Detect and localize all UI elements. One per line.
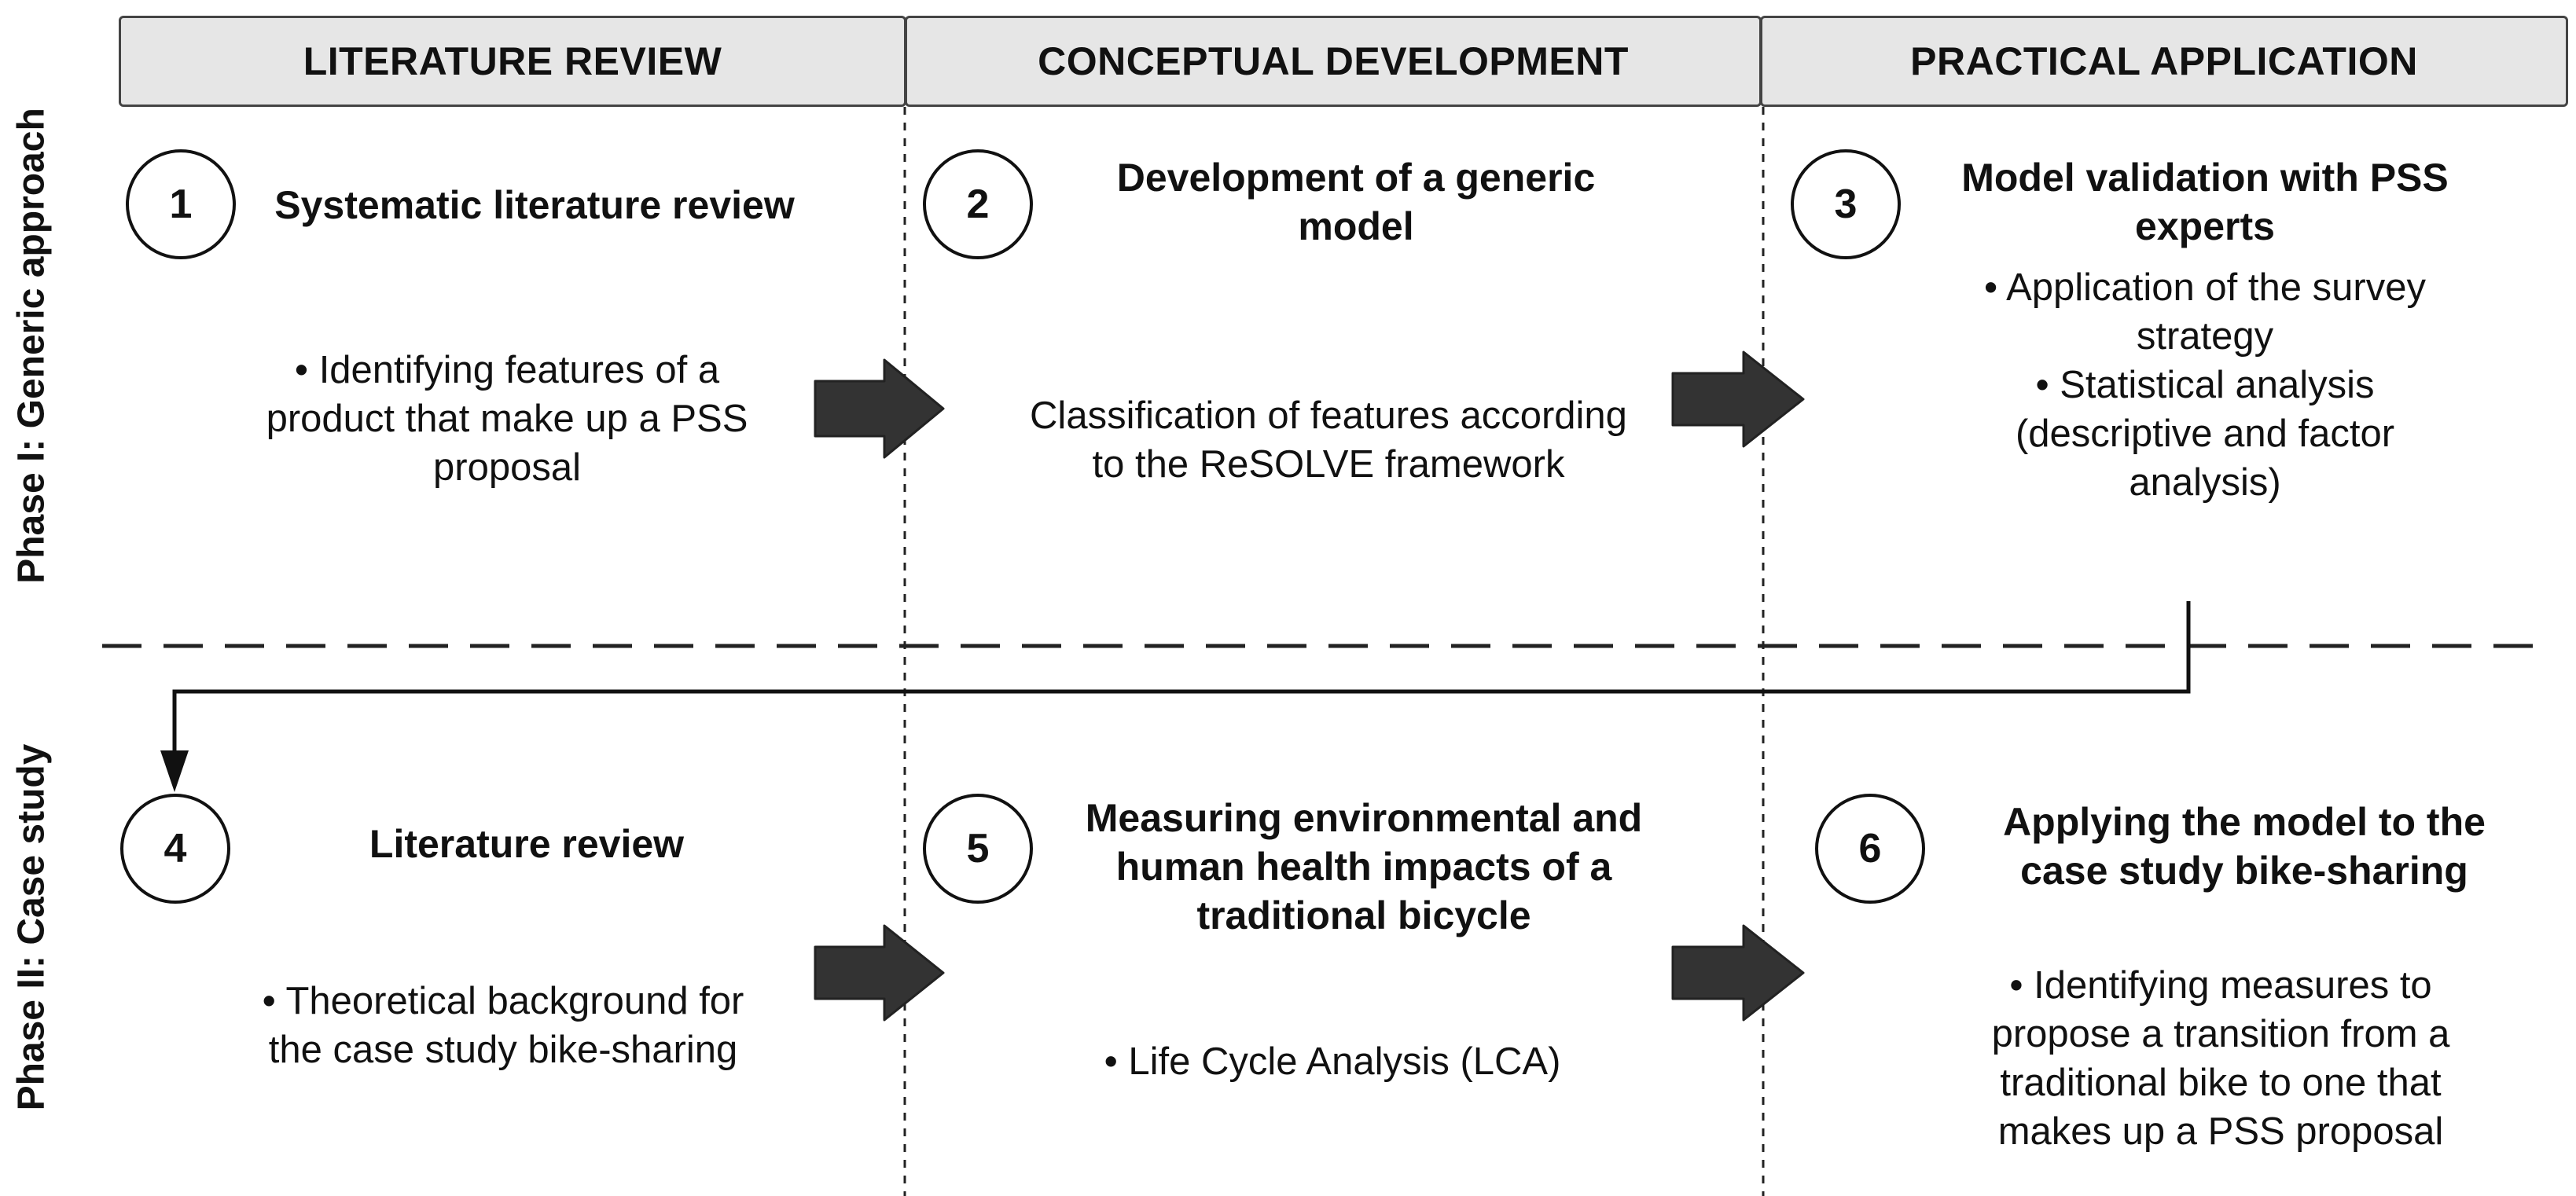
step-description: • Application of the survey strategy • S…: [1887, 263, 2523, 507]
step-title: Systematic literature review: [274, 183, 795, 227]
step-description-line: makes up a PSS proposal: [1997, 1110, 2444, 1153]
step-title-line: experts: [2135, 204, 2275, 248]
step-description: • Identifying features of a product that…: [212, 346, 802, 492]
step-description-line: • Theoretical background for: [262, 980, 744, 1022]
step-title-line: case study bike-sharing: [2020, 849, 2468, 893]
step-description: • Theoretical background for the case st…: [189, 977, 818, 1074]
step-description-line: • Statistical analysis: [2035, 364, 2375, 406]
step-description-line: propose a transition from a: [1991, 1013, 2450, 1055]
step-description-line: • Life Cycle Analysis (LCA): [1104, 1040, 1561, 1083]
column-header-practical-application: PRACTICAL APPLICATION: [1760, 16, 2568, 107]
block-arrow-1-2: [814, 358, 945, 459]
step-number-badge: 5: [923, 794, 1033, 904]
step-title-line: Model validation with PSS: [1961, 156, 2449, 200]
column-header-conceptual-development: CONCEPTUAL DEVELOPMENT: [905, 16, 1762, 107]
phase-label-case-study: Phase II: Case study: [10, 743, 53, 1111]
step-title: Literature review: [369, 822, 685, 866]
step-number-badge: 6: [1815, 794, 1925, 904]
step-number-badge: 1: [126, 149, 236, 259]
step-description-line: product that make up a PSS: [266, 398, 748, 440]
step-description-line: (descriptive and factor: [2015, 413, 2395, 455]
step-description-line: to the ReSOLVE framework: [1092, 443, 1565, 486]
step-title-line: model: [1298, 204, 1414, 248]
step-title: Measuring environmental and human health…: [1030, 794, 1698, 940]
step-description-line: the case study bike-sharing: [268, 1029, 738, 1071]
step-number-badge: 4: [120, 794, 230, 904]
step-description: Classification of features according to …: [975, 391, 1682, 489]
step-title-line: Development of a generic: [1116, 156, 1596, 200]
connector-arrowhead: [160, 750, 189, 792]
step-description-line: • Identifying measures to: [2009, 964, 2432, 1007]
block-arrow-4-5: [814, 924, 945, 1022]
step-title: Model validation with PSS experts: [1902, 153, 2508, 251]
step-title-line: traditional bicycle: [1196, 893, 1531, 937]
step-title: Development of a generic model: [1045, 153, 1666, 251]
step-description: • Life Cycle Analysis (LCA): [1006, 1037, 1659, 1086]
step-description-line: • Application of the survey: [1984, 266, 2426, 309]
step-description-line: proposal: [433, 446, 581, 489]
step-number-badge: 2: [923, 149, 1033, 259]
step-description-line: analysis): [2129, 461, 2281, 504]
step-title-line: human health impacts of a: [1115, 845, 1612, 889]
block-arrow-5-6: [1671, 924, 1805, 1022]
step-description-line: • Identifying features of a: [294, 349, 720, 391]
step-description-line: Classification of features according: [1030, 394, 1627, 437]
connector-line: [172, 601, 2191, 754]
phase-label-generic-approach: Phase I: Generic approach: [10, 108, 53, 584]
step-title-line: Measuring environmental and: [1085, 796, 1643, 840]
step-number-badge: 3: [1791, 149, 1901, 259]
step-title-line: Applying the model to the: [2003, 800, 2486, 844]
block-arrow-2-3: [1671, 350, 1805, 448]
step-description: • Identifying measures to propose a tran…: [1902, 961, 2539, 1156]
step-description-line: traditional bike to one that: [2000, 1062, 2442, 1104]
step-title: Applying the model to the case study bik…: [1918, 798, 2570, 895]
column-header-literature-review: LITERATURE REVIEW: [119, 16, 906, 107]
step-description-line: strategy: [2136, 315, 2274, 358]
